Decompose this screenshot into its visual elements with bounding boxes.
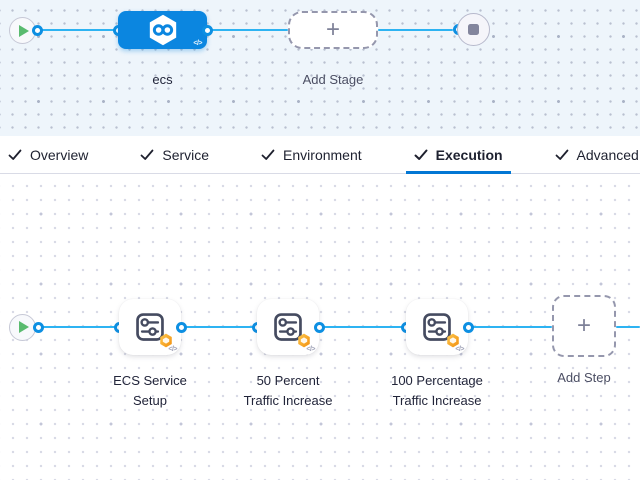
step-config-icon [274,313,302,341]
check-icon [555,149,568,160]
code-icon: </> [193,40,202,47]
port[interactable] [175,321,187,333]
add-step-label: Add Step [557,370,611,385]
code-icon: </> [455,346,464,353]
step-node-100-percentage-traffic-increase[interactable]: </> [406,299,468,355]
step-node-ecs-service-setup[interactable]: </> [119,299,181,355]
tab-label: Advanced [576,146,639,163]
active-tab-underline [405,171,511,174]
plus-icon: + [576,312,591,339]
check-icon [140,149,154,160]
edge-line [616,325,640,329]
aws-hexagon-badge-icon [447,333,459,348]
port[interactable] [31,24,43,36]
stage-config-tabs: Overview Service Environment Execution [0,136,640,174]
tab-execution[interactable]: Execution [405,136,511,174]
tab-label: Overview [30,146,89,163]
stage-node-ecs[interactable]: </> [118,11,207,49]
play-icon [19,24,29,37]
tab-label: Execution [435,146,503,163]
plus-icon: + [325,16,340,43]
edge-line [36,325,119,329]
aws-hexagon-badge-icon [298,333,310,348]
execution-start-node [9,313,36,341]
check-icon [261,149,275,160]
port[interactable] [201,24,213,36]
code-icon: </> [306,346,315,353]
edge-line [468,325,552,329]
code-icon: </> [168,346,177,353]
tab-overview[interactable]: Overview [0,136,96,173]
port[interactable] [462,321,474,333]
tab-environment[interactable]: Environment [253,136,370,173]
aws-hexagon-badge-icon [160,333,172,348]
port[interactable] [313,321,325,333]
step-config-icon [423,313,451,341]
step-label: ECS Service Setup [113,373,187,408]
check-icon [8,149,22,160]
check-icon [414,149,428,160]
tab-label: Service [162,146,210,163]
add-stage-label: Add Stage [302,72,364,87]
add-stage-button[interactable]: + [288,11,378,49]
port[interactable] [32,321,44,333]
step-node-50-percent-traffic-increase[interactable]: </> [257,299,319,355]
pipeline-end-node [457,13,490,46]
step-label: 100 Percentage Traffic Increase [391,373,483,408]
edge-line [181,325,257,329]
edge-line [378,28,453,32]
play-icon [19,321,29,333]
stage-graph-canvas: </> + ecs Add Stage [0,0,640,136]
edge-line [319,325,406,329]
deploy-hexagon-icon [149,14,176,46]
tab-service[interactable]: Service [132,136,217,173]
add-step-button[interactable]: + [552,295,616,357]
stop-icon [468,24,479,35]
execution-graph-canvas: </> [0,174,640,480]
edge-line [36,28,118,32]
stage-name-label: ecs [152,72,173,87]
step-config-icon [136,313,164,341]
tab-advanced[interactable]: Advanced [547,136,640,173]
tab-label: Environment [283,146,362,163]
step-label: 50 Percent Traffic Increase [243,373,333,408]
edge-line [207,28,288,32]
